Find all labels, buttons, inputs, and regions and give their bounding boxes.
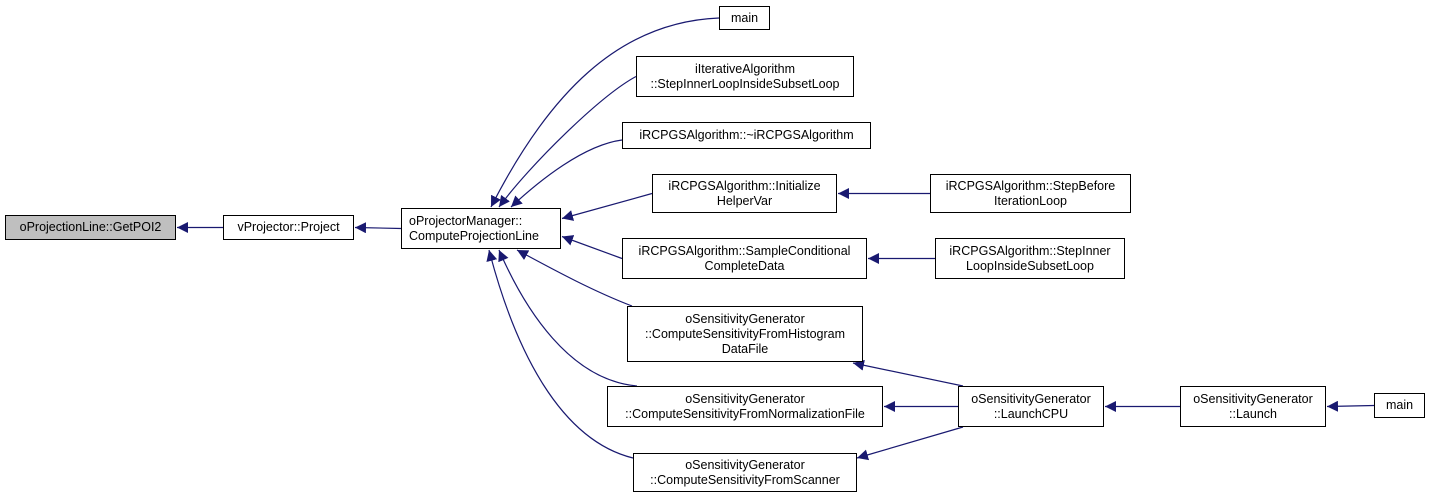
edge-sample_conditional-to-compute_projection_line	[561, 235, 623, 260]
node-vprojector-project[interactable]: vProjector::Project	[223, 215, 354, 240]
node-main-right[interactable]: main	[1374, 393, 1425, 418]
node-label-line: ::LaunchCPU	[993, 406, 1069, 421]
node-label-line: IterationLoop	[994, 193, 1067, 208]
node-label-line: oSensitivityGenerator	[685, 311, 805, 326]
node-main-top[interactable]: main	[719, 6, 770, 30]
edge-from_histogram-to-compute_projection_line	[516, 249, 633, 307]
node-label-line: iIterativeAlgorithm	[694, 61, 796, 76]
node-label-line: iRCPGSAlgorithm::StepBefore	[945, 178, 1116, 193]
node-label-line: oSensitivityGenerator	[685, 391, 805, 406]
node-label-line: oProjectionLine::GetPOI2	[19, 220, 162, 234]
node-label-line: HelperVar	[716, 193, 773, 208]
edge-launch_cpu-to-from_scanner	[856, 426, 964, 461]
node-iiterativealgorithm-stepinnerloopinsidesubsetloop[interactable]: iIterativeAlgorithm::StepInnerLoopInside…	[636, 56, 854, 97]
node-label-line: DataFile	[721, 341, 769, 356]
node-oprojectormanager-computeprojectionline[interactable]: oProjectorManager::ComputeProjectionLine	[401, 208, 561, 249]
edge-main_right-to-launch	[1326, 400, 1375, 412]
node-oprojectionline-getpoi2: oProjectionLine::GetPOI2	[5, 215, 176, 240]
node-label-line: oProjectorManager::	[409, 213, 523, 228]
node-label-line: main	[730, 10, 759, 25]
node-ircpgsalgorithm-destructor[interactable]: iRCPGSAlgorithm::~iRCPGSAlgorithm	[622, 122, 871, 149]
edge-destructor-to-compute_projection_line	[510, 139, 623, 208]
node-label-line: ::ComputeSensitivityFromNormalizationFil…	[625, 406, 865, 421]
node-label-line: oSensitivityGenerator	[971, 391, 1091, 406]
node-label-line: ComputeProjectionLine	[409, 228, 539, 243]
node-label-line: iRCPGSAlgorithm::SampleConditional	[638, 243, 851, 258]
node-label-line: iRCPGSAlgorithm::StepInner	[949, 243, 1111, 258]
node-label-line: main	[1385, 398, 1414, 412]
edge-step_inner_loop_iterative-to-compute_projection_line	[498, 75, 637, 208]
edges-layer	[177, 17, 1375, 461]
node-label-line: vProjector::Project	[237, 220, 340, 234]
node-label-line: ::ComputeSensitivityFromHistogram	[644, 326, 846, 341]
edge-initialize_helper_var-to-compute_projection_line	[561, 192, 653, 221]
node-label-line: oSensitivityGenerator	[1193, 391, 1313, 406]
node-osensitivitygenerator-computesensitivityfromhistogramdatafile[interactable]: oSensitivityGenerator::ComputeSensitivit…	[627, 306, 863, 362]
node-osensitivitygenerator-computesensitivityfromnormalizationfile[interactable]: oSensitivityGenerator::ComputeSensitivit…	[607, 386, 883, 427]
edge-from_scanner-to-compute_projection_line	[486, 249, 634, 459]
edge-from_normalization-to-compute_projection_line	[498, 249, 638, 387]
edge-compute_projection_line-to-project	[354, 222, 402, 234]
node-osensitivitygenerator-computesensitivityfromscanner[interactable]: oSensitivityGenerator::ComputeSensitivit…	[633, 453, 857, 492]
node-label-line: LoopInsideSubsetLoop	[966, 258, 1094, 273]
node-label-line: ::StepInnerLoopInsideSubsetLoop	[650, 76, 840, 91]
node-osensitivitygenerator-launchcpu[interactable]: oSensitivityGenerator::LaunchCPU	[958, 386, 1104, 427]
node-label-line: ::ComputeSensitivityFromScanner	[650, 472, 840, 487]
node-label-line: iRCPGSAlgorithm::Initialize	[668, 178, 821, 193]
node-label-line: CompleteData	[704, 258, 785, 273]
edge-launch_cpu-to-from_histogram	[852, 359, 964, 387]
node-osensitivitygenerator-launch[interactable]: oSensitivityGenerator::Launch	[1180, 386, 1326, 427]
edge-main_top-to-compute_projection_line	[490, 17, 720, 208]
node-label-line: oSensitivityGenerator	[685, 457, 805, 472]
node-label-line: ::Launch	[1229, 406, 1277, 421]
node-label-line: iRCPGSAlgorithm::~iRCPGSAlgorithm	[639, 128, 854, 142]
